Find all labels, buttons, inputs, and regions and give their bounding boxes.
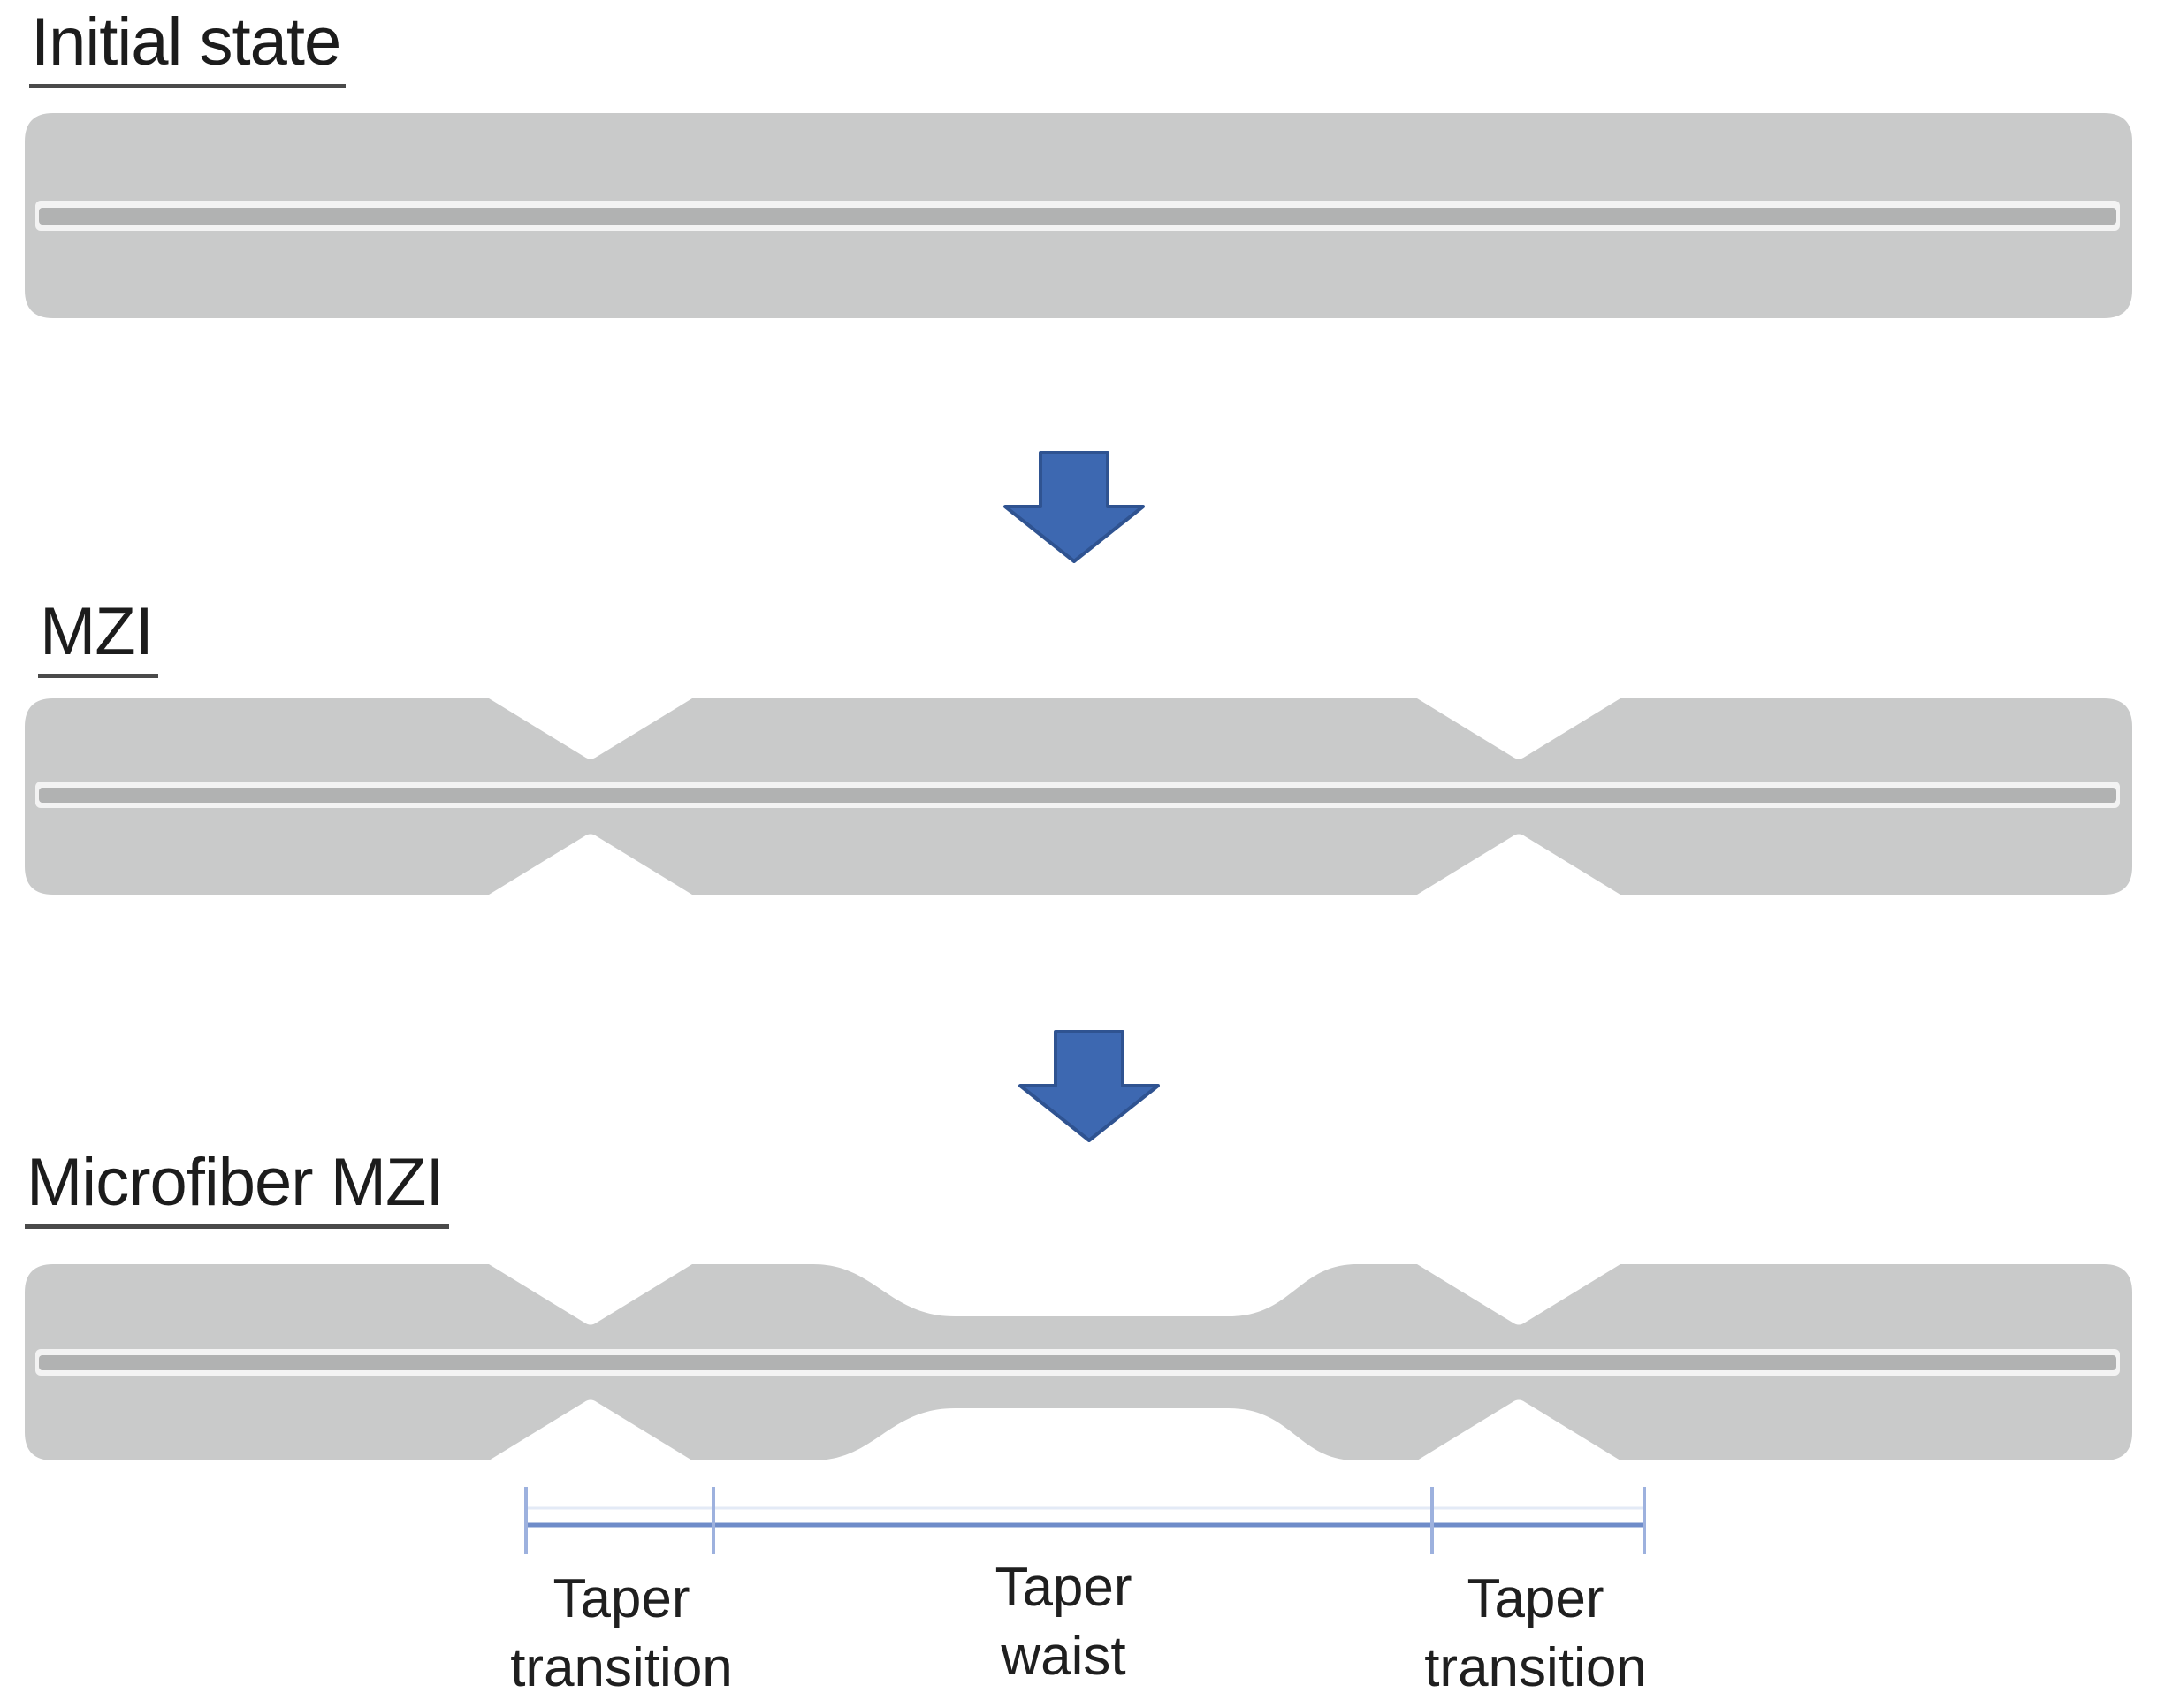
label-line: transition — [1424, 1636, 1647, 1698]
section-title-microfiber-mzi: Microfiber MZI — [25, 1149, 449, 1229]
down-arrow-icon — [1003, 451, 1145, 563]
section-title-initial-state: Initial state — [29, 9, 347, 88]
down-arrow-icon — [1018, 1030, 1160, 1142]
label-line: Taper — [995, 1557, 1132, 1618]
fiber-microfiber-mzi — [25, 1264, 2132, 1460]
fiber-initial-state — [25, 113, 2132, 318]
label-taper-waist: Taper waist — [869, 1553, 1258, 1690]
label-taper-transition-right: Taper transition — [1341, 1565, 1730, 1702]
fiber-mzi — [25, 698, 2132, 895]
label-taper-transition-left: Taper transition — [427, 1565, 816, 1702]
label-line: waist — [1001, 1625, 1126, 1687]
fiber-core-line — [39, 208, 2116, 225]
section-title-mzi: MZI — [38, 599, 158, 678]
label-line: Taper — [1467, 1568, 1604, 1629]
fiber-core-line — [39, 788, 2116, 803]
label-line: Taper — [553, 1568, 690, 1629]
dimension-bracket — [524, 1487, 1646, 1554]
label-line: transition — [510, 1636, 733, 1698]
fiber-core-line — [39, 1355, 2116, 1370]
